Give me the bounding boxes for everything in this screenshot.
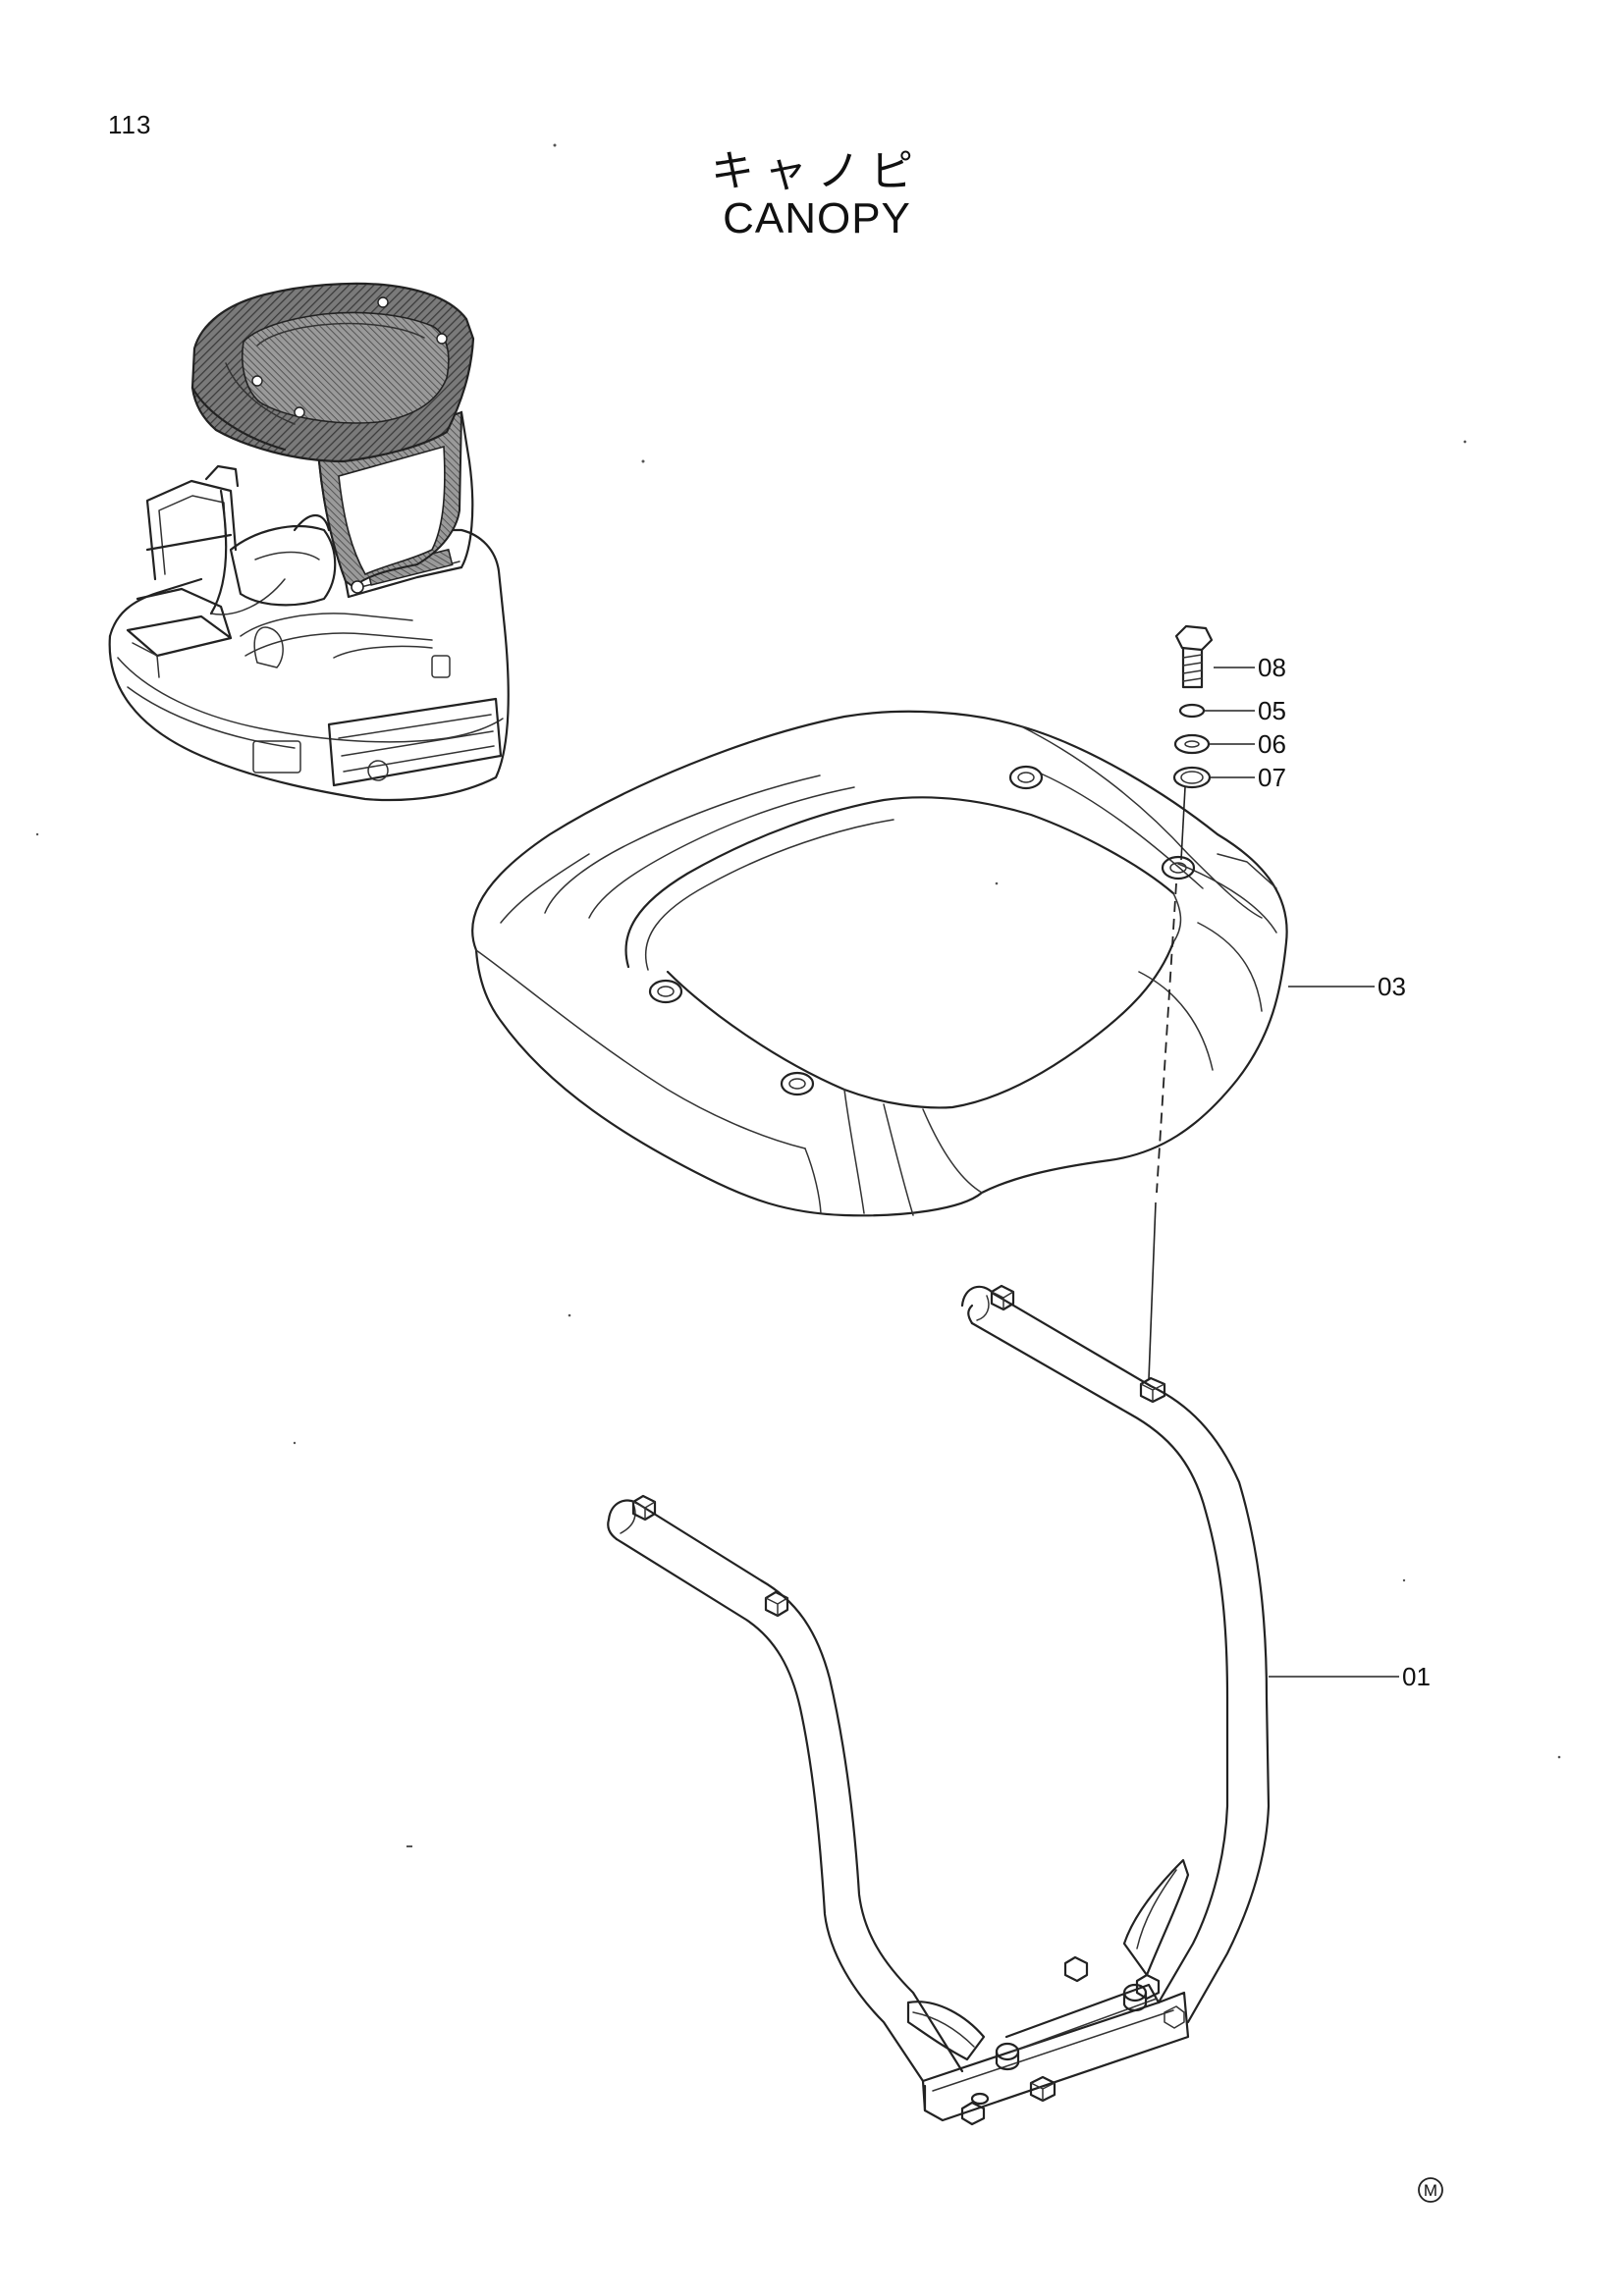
callout-05: 05 xyxy=(1258,696,1286,725)
overview-machine-illustration xyxy=(108,282,510,802)
footer-mark-text: M xyxy=(1424,2181,1437,2200)
assembly-line-upper xyxy=(1180,786,1186,861)
callout-01: 01 xyxy=(1402,1662,1431,1691)
callout-03: 03 xyxy=(1378,972,1406,1001)
callout-06: 06 xyxy=(1258,729,1286,759)
scan-specks xyxy=(35,143,1561,1847)
circled-m-mark: M xyxy=(1418,2177,1443,2203)
washer-06 xyxy=(1173,733,1211,755)
rops-frame-part-01 xyxy=(607,1284,1271,2126)
bolt-08 xyxy=(1174,624,1214,689)
callout-07: 07 xyxy=(1258,763,1286,792)
callout-08: 08 xyxy=(1258,653,1286,682)
title-japanese: キャノピ xyxy=(711,146,923,196)
assembly-line-lower xyxy=(1148,1201,1157,1380)
washer-05 xyxy=(1178,703,1206,719)
title-english: CANOPY xyxy=(723,194,911,242)
page-number: 113 xyxy=(108,110,152,139)
canopy-roof-part-03 xyxy=(471,710,1288,1217)
washer-07 xyxy=(1172,766,1212,789)
